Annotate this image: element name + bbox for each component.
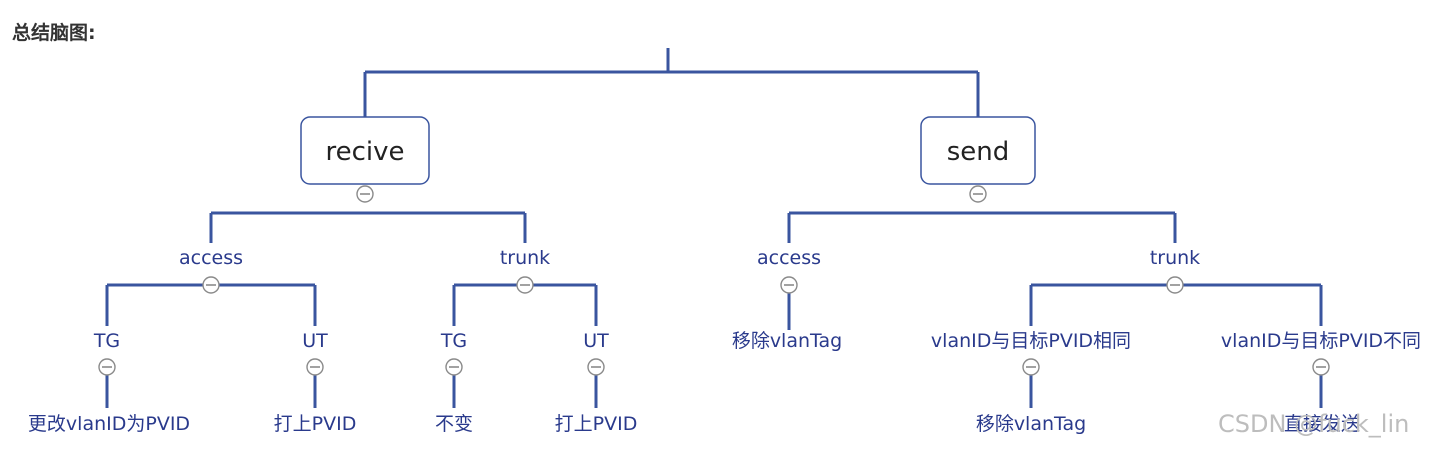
- node-label-ra_ut_leaf: 打上PVID: [274, 413, 357, 435]
- node-label-st_diff_leaf: 直接发送: [1284, 413, 1360, 435]
- node-label-ra_ut: UT: [302, 330, 328, 352]
- page-title: 总结脑图:: [12, 22, 96, 44]
- node-label-rt_ut_leaf: 打上PVID: [555, 413, 638, 435]
- node-label-st_same: vlanID与目标PVID相同: [931, 330, 1131, 352]
- node-label-ra_tg: TG: [93, 330, 120, 352]
- node-label-rt_ut: UT: [583, 330, 609, 352]
- node-label-r_trunk: trunk: [500, 247, 550, 269]
- node-box-recive[interactable]: [300, 116, 430, 185]
- node-label-r_access: access: [179, 247, 243, 269]
- node-label-st_same_leaf: 移除vlanTag: [976, 413, 1086, 435]
- node-label-s_trunk: trunk: [1150, 247, 1200, 269]
- node-label-send: send: [947, 137, 1010, 167]
- node-label-rt_tg_leaf: 不变: [435, 413, 473, 435]
- node-box-send[interactable]: [920, 116, 1036, 185]
- node-label-ra_tg_leaf: 更改vlanID为PVID: [28, 413, 190, 435]
- node-label-rt_tg: TG: [440, 330, 467, 352]
- watermark: CSDN @fuck_lin: [1218, 410, 1410, 438]
- node-label-recive: recive: [325, 137, 404, 167]
- node-label-st_diff: vlanID与目标PVID不同: [1221, 330, 1421, 352]
- node-label-s_access: access: [757, 247, 821, 269]
- node-label-sa_leaf: 移除vlanTag: [732, 330, 842, 352]
